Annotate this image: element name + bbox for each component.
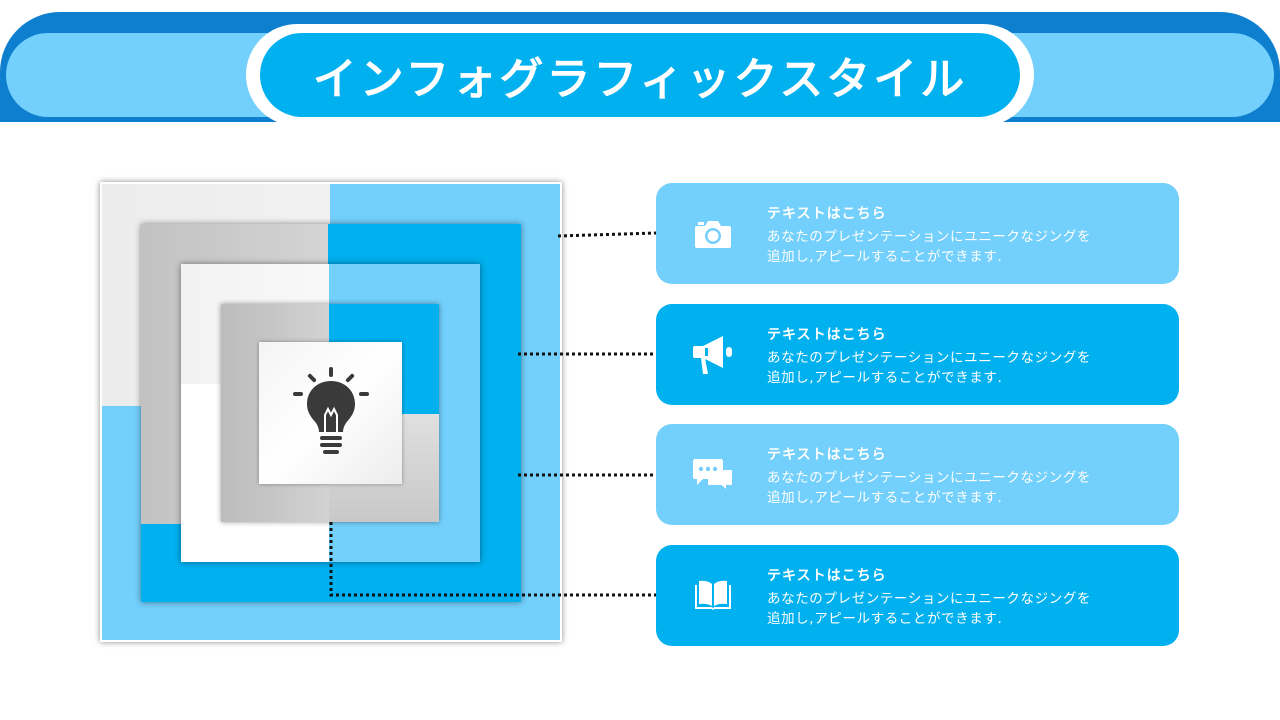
card-body-line-2: 追加し,アピールすることができます. xyxy=(767,370,1003,386)
connector-1 xyxy=(557,231,657,238)
card-body-line-2: 追加し,アピールすることができます. xyxy=(767,611,1003,627)
card-body: あなたのプレゼンテーションにユニークなジングを 追加し,アピールすることができま… xyxy=(767,589,1167,629)
camera-icon xyxy=(695,221,731,248)
page-title: インフォグラフィックスタイル xyxy=(312,54,968,105)
info-card-1: テキストはこちら あなたのプレゼンテーションにユニークなジングを 追加し,アピー… xyxy=(656,183,1179,284)
card-title: テキストはこちら xyxy=(767,206,887,222)
lightbulb-icon xyxy=(292,367,369,454)
card-title: テキストはこちら xyxy=(767,447,887,463)
card-body-line-1: あなたのプレゼンテーションにユニークなジングを xyxy=(767,229,1092,245)
header-title-box: インフォグラフィックスタイル xyxy=(260,33,1020,117)
center-tile xyxy=(259,342,402,484)
card-title: テキストはこちら xyxy=(767,327,887,343)
card-title: テキストはこちら xyxy=(767,568,887,584)
connector-4 xyxy=(329,522,656,597)
card-body-line-1: あなたのプレゼンテーションにユニークなジングを xyxy=(767,470,1092,486)
info-card-3: テキストはこちら あなたのプレゼンテーションにユニークなジングを 追加し,アピー… xyxy=(656,424,1179,525)
card-body: あなたのプレゼンテーションにユニークなジングを 追加し,アピールすることができま… xyxy=(767,468,1167,508)
card-body-line-1: あなたのプレゼンテーションにユニークなジングを xyxy=(767,591,1092,607)
card-body-line-2: 追加し,アピールすることができます. xyxy=(767,490,1003,506)
card-body: あなたのプレゼンテーションにユニークなジングを 追加し,アピールすることができま… xyxy=(767,348,1167,388)
card-body-line-2: 追加し,アピールすることができます. xyxy=(767,249,1003,265)
info-card-4: テキストはこちら あなたのプレゼンテーションにユニークなジングを 追加し,アピー… xyxy=(656,545,1179,646)
chat-icon xyxy=(693,459,734,493)
card-body: あなたのプレゼンテーションにユニークなジングを 追加し,アピールすることができま… xyxy=(767,227,1167,267)
megaphone-icon xyxy=(693,336,732,374)
info-card-2: テキストはこちら あなたのプレゼンテーションにユニークなジングを 追加し,アピー… xyxy=(656,304,1179,405)
card-body-line-1: あなたのプレゼンテーションにユニークなジングを xyxy=(767,350,1092,366)
book-icon xyxy=(695,580,731,611)
